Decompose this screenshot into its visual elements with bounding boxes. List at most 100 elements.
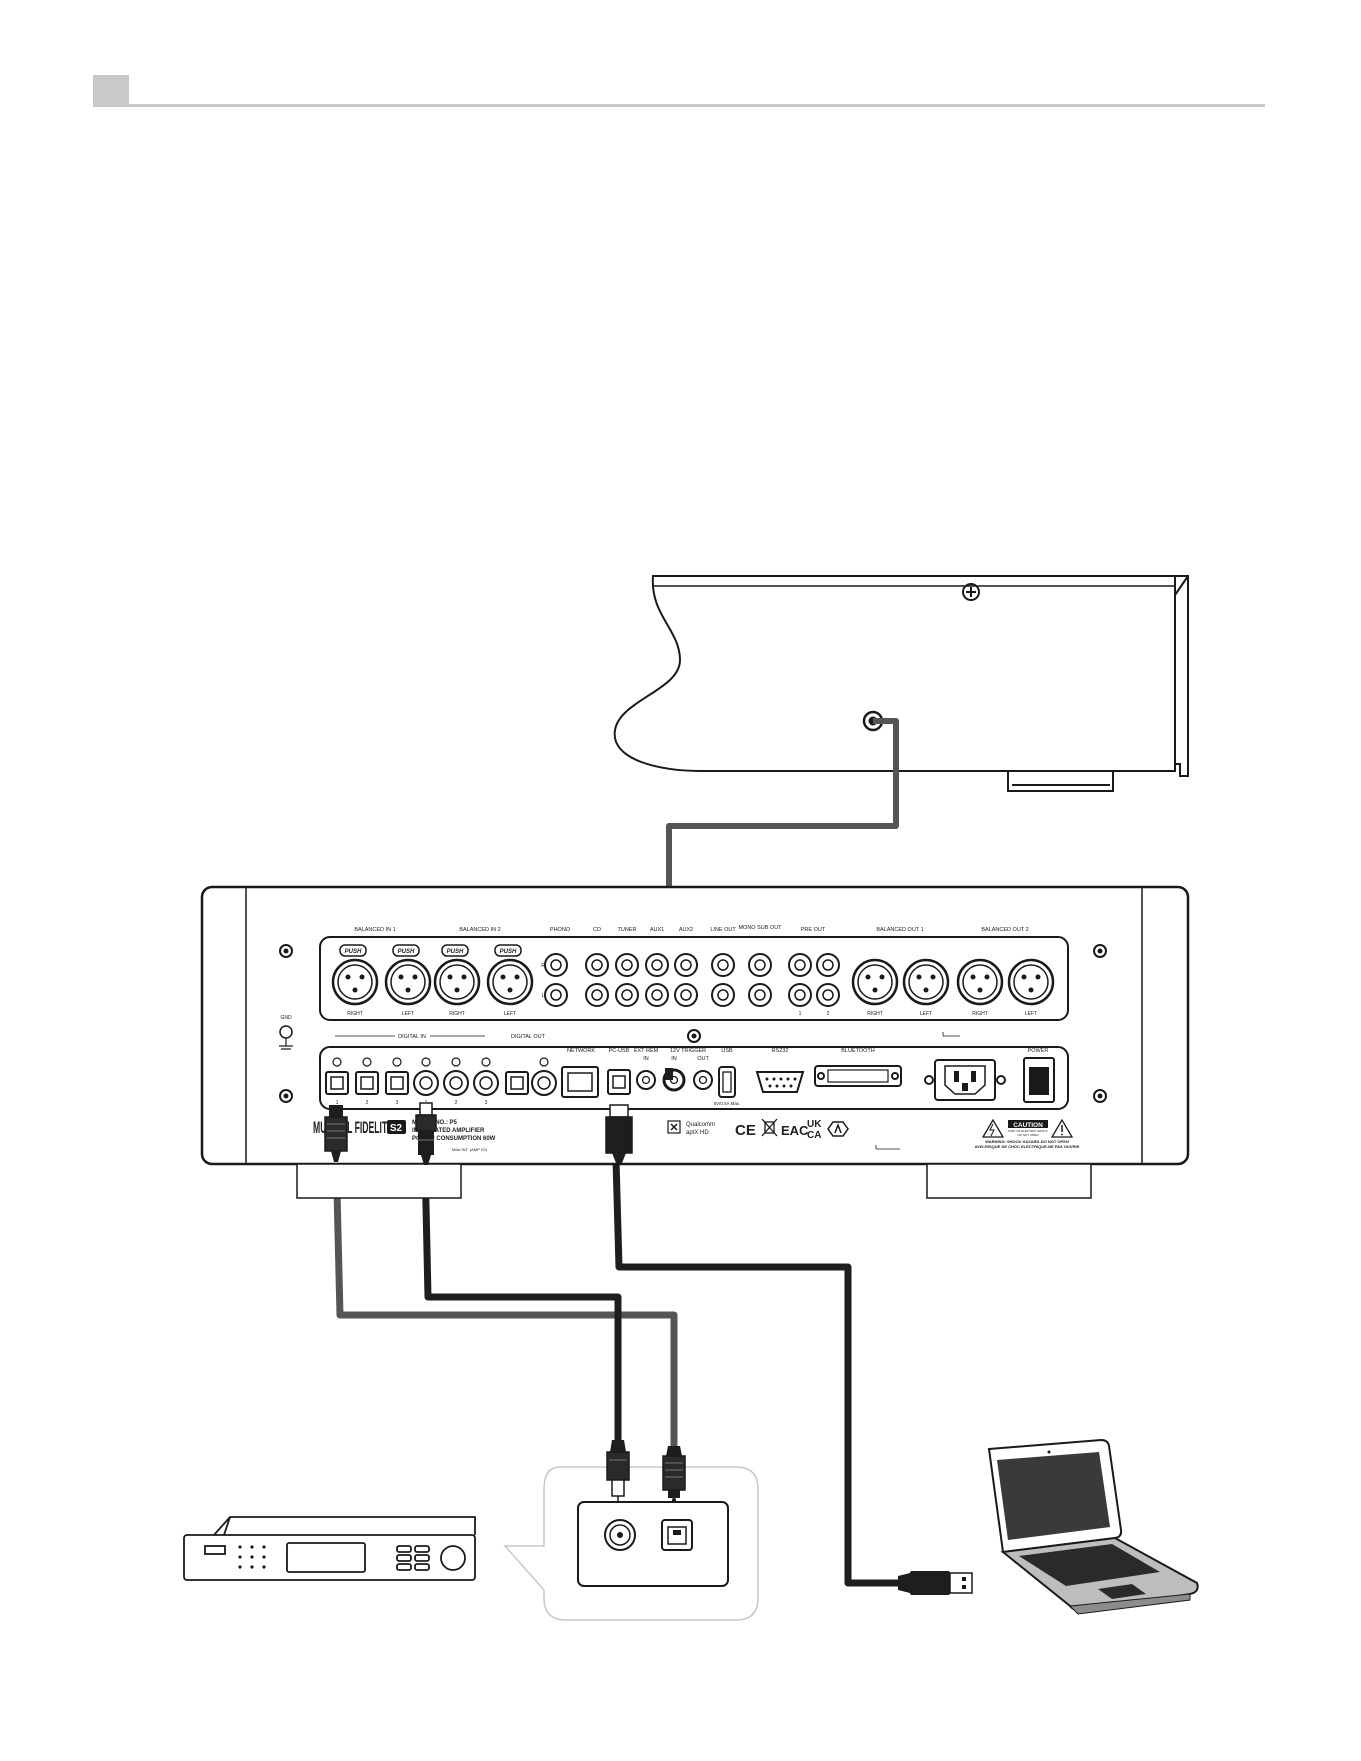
channel-left: LEFT bbox=[920, 1011, 932, 1017]
label-power: POWER bbox=[1028, 1048, 1049, 1054]
mini-jacks bbox=[636, 1068, 713, 1092]
label-digital-in: DIGITAL IN bbox=[398, 1034, 426, 1040]
section-header-rule bbox=[93, 104, 1265, 107]
source-connector-callout bbox=[503, 1440, 759, 1621]
label-bluetooth: BLUETOOTH bbox=[841, 1048, 875, 1054]
channel-right: RIGHT bbox=[867, 1011, 883, 1017]
xlr-balanced-in-1-right bbox=[331, 958, 379, 1006]
channel-left: LEFT bbox=[1025, 1011, 1037, 1017]
label-rs232: RS232 bbox=[772, 1048, 789, 1054]
xlr-balanced-in-2-left bbox=[486, 958, 534, 1006]
top-row-labels: BALANCED IN 1 BALANCED IN 2 PHONO CD TUN… bbox=[354, 925, 1028, 933]
cables bbox=[332, 718, 900, 1587]
usb-b-plug-amp bbox=[605, 1104, 633, 1163]
label-usb-note: 5V/0.5A Max. bbox=[714, 1101, 741, 1106]
optical-plug-source bbox=[662, 1446, 686, 1502]
label-trigger: 12V TRIGGER bbox=[670, 1048, 706, 1054]
rca-jack-inner bbox=[550, 959, 834, 1001]
push-label: PUSH bbox=[398, 949, 415, 955]
pc-usb-port bbox=[607, 1069, 631, 1095]
label-pre-out: PRE OUT bbox=[801, 927, 826, 933]
product-line-2: INTEGRATED AMPLIFIER bbox=[412, 1128, 485, 1134]
rcm-icon bbox=[827, 1121, 849, 1137]
channel-right: RIGHT bbox=[347, 1011, 363, 1017]
push-label: PUSH bbox=[500, 949, 517, 955]
certification-marks: Qualcomm aptX HD CE EAC UK CA bbox=[667, 1118, 849, 1141]
network-port bbox=[561, 1066, 599, 1098]
label-ext-rem: EXT REM bbox=[634, 1048, 659, 1054]
caution-text: CAUTION bbox=[1013, 1122, 1043, 1129]
push-label: PUSH bbox=[447, 949, 464, 955]
digital-in-number: 2 bbox=[455, 1100, 458, 1106]
ukca-mark-uk: UK bbox=[807, 1119, 822, 1130]
usb-cable bbox=[612, 1159, 900, 1587]
xlr-balanced-out-1-left bbox=[902, 958, 950, 1006]
label-balanced-out-1: BALANCED OUT 1 bbox=[876, 927, 923, 933]
ukca-mark-ca: CA bbox=[807, 1130, 821, 1141]
warning-text-1: WARNING: SHOCK HAZARD-DO NOT OPEN bbox=[985, 1139, 1069, 1144]
panel-small-screws bbox=[332, 1057, 549, 1067]
external-device-side-view bbox=[613, 575, 1189, 792]
channel-left: LEFT bbox=[402, 1011, 414, 1017]
digital-in-number: 3 bbox=[485, 1100, 488, 1106]
xlr-balanced-out-2-right bbox=[956, 958, 1004, 1006]
digital-in-number: 3 bbox=[396, 1100, 399, 1106]
label-trigger-out: OUT bbox=[697, 1056, 709, 1062]
label-tuner: TUNER bbox=[618, 927, 637, 933]
optical-cable bbox=[332, 1149, 678, 1460]
label-cd: CD bbox=[593, 927, 601, 933]
caution-label: CAUTION RISK OF ELECTRIC SHOCK DO NOT OP… bbox=[975, 1118, 1080, 1149]
channel-right: RIGHT bbox=[972, 1011, 988, 1017]
coax-socket bbox=[604, 1519, 636, 1551]
push-tabs: PUSH PUSH PUSH PUSH bbox=[339, 944, 522, 957]
channel-right: RIGHT bbox=[449, 1011, 465, 1017]
digital-in-number: 1 bbox=[336, 1100, 339, 1106]
label-line-out: LINE OUT bbox=[710, 927, 736, 933]
section-header-marker bbox=[93, 75, 129, 106]
channel-one: 1 bbox=[799, 1011, 802, 1017]
power-inlet bbox=[924, 1059, 1006, 1101]
usb-a-plug-laptop bbox=[898, 1571, 973, 1595]
xlr-balanced-in-2-right bbox=[433, 958, 481, 1006]
panel-minor-marks bbox=[875, 1032, 960, 1150]
laptop-icon bbox=[987, 1438, 1199, 1615]
xlr-balanced-out-1-right bbox=[851, 958, 899, 1006]
label-phono: PHONO bbox=[550, 927, 571, 933]
label-balanced-in-2: BALANCED IN 2 bbox=[459, 927, 500, 933]
channel-left: LEFT bbox=[504, 1011, 516, 1017]
optical-plug-amp bbox=[324, 1105, 348, 1162]
caution-sub-2: DO NOT OPEN bbox=[1018, 1133, 1039, 1137]
label-aux1: AUX1 bbox=[650, 927, 664, 933]
rs232-port bbox=[755, 1071, 805, 1093]
bottom-row-labels: DIGITAL IN DIGITAL OUT NETWORK PC-USB EX… bbox=[335, 1034, 1048, 1106]
power-switch bbox=[1023, 1057, 1055, 1103]
digital-in-number: 2 bbox=[366, 1100, 369, 1106]
product-line-3: POWER CONSUMPTION 60W bbox=[412, 1136, 496, 1142]
channel-l: L bbox=[542, 993, 545, 999]
coax-plug-amp bbox=[415, 1102, 437, 1165]
amplifier-rear-panel bbox=[200, 885, 1190, 1199]
label-pc-usb: PC-USB bbox=[609, 1048, 630, 1054]
label-balanced-in-1: BALANCED IN 1 bbox=[354, 927, 395, 933]
tuner-device-icon bbox=[183, 1516, 476, 1581]
xlr-connectors bbox=[331, 958, 1055, 1006]
rca-jacks-top bbox=[544, 953, 840, 1007]
bluetooth-module bbox=[814, 1065, 902, 1087]
optical-inputs bbox=[325, 1071, 409, 1095]
caution-sub-1: RISK OF ELECTRIC SHOCK bbox=[1008, 1129, 1047, 1133]
warning-text-2: AVIS:RISQUE DE CHOC ELECTRIQUE-NE PAS OU… bbox=[975, 1144, 1080, 1149]
coax-plug-source bbox=[606, 1440, 630, 1502]
trigger-plug-amp bbox=[665, 1068, 673, 1080]
xlr-balanced-in-1-left bbox=[384, 958, 432, 1006]
qualcomm-label: Qualcomm bbox=[686, 1122, 715, 1128]
usb-a-port bbox=[718, 1066, 736, 1098]
optical-socket bbox=[661, 1519, 693, 1551]
digital-outputs bbox=[505, 1070, 557, 1096]
label-usb: USB bbox=[721, 1048, 733, 1054]
channel-two: 2 bbox=[827, 1011, 830, 1017]
eac-mark: EAC bbox=[781, 1123, 809, 1138]
label-balanced-out-2: BALANCED OUT 2 bbox=[981, 927, 1028, 933]
model-badge: S2 bbox=[390, 1123, 403, 1134]
label-mono-sub-out: MONO SUB OUT bbox=[738, 925, 782, 931]
